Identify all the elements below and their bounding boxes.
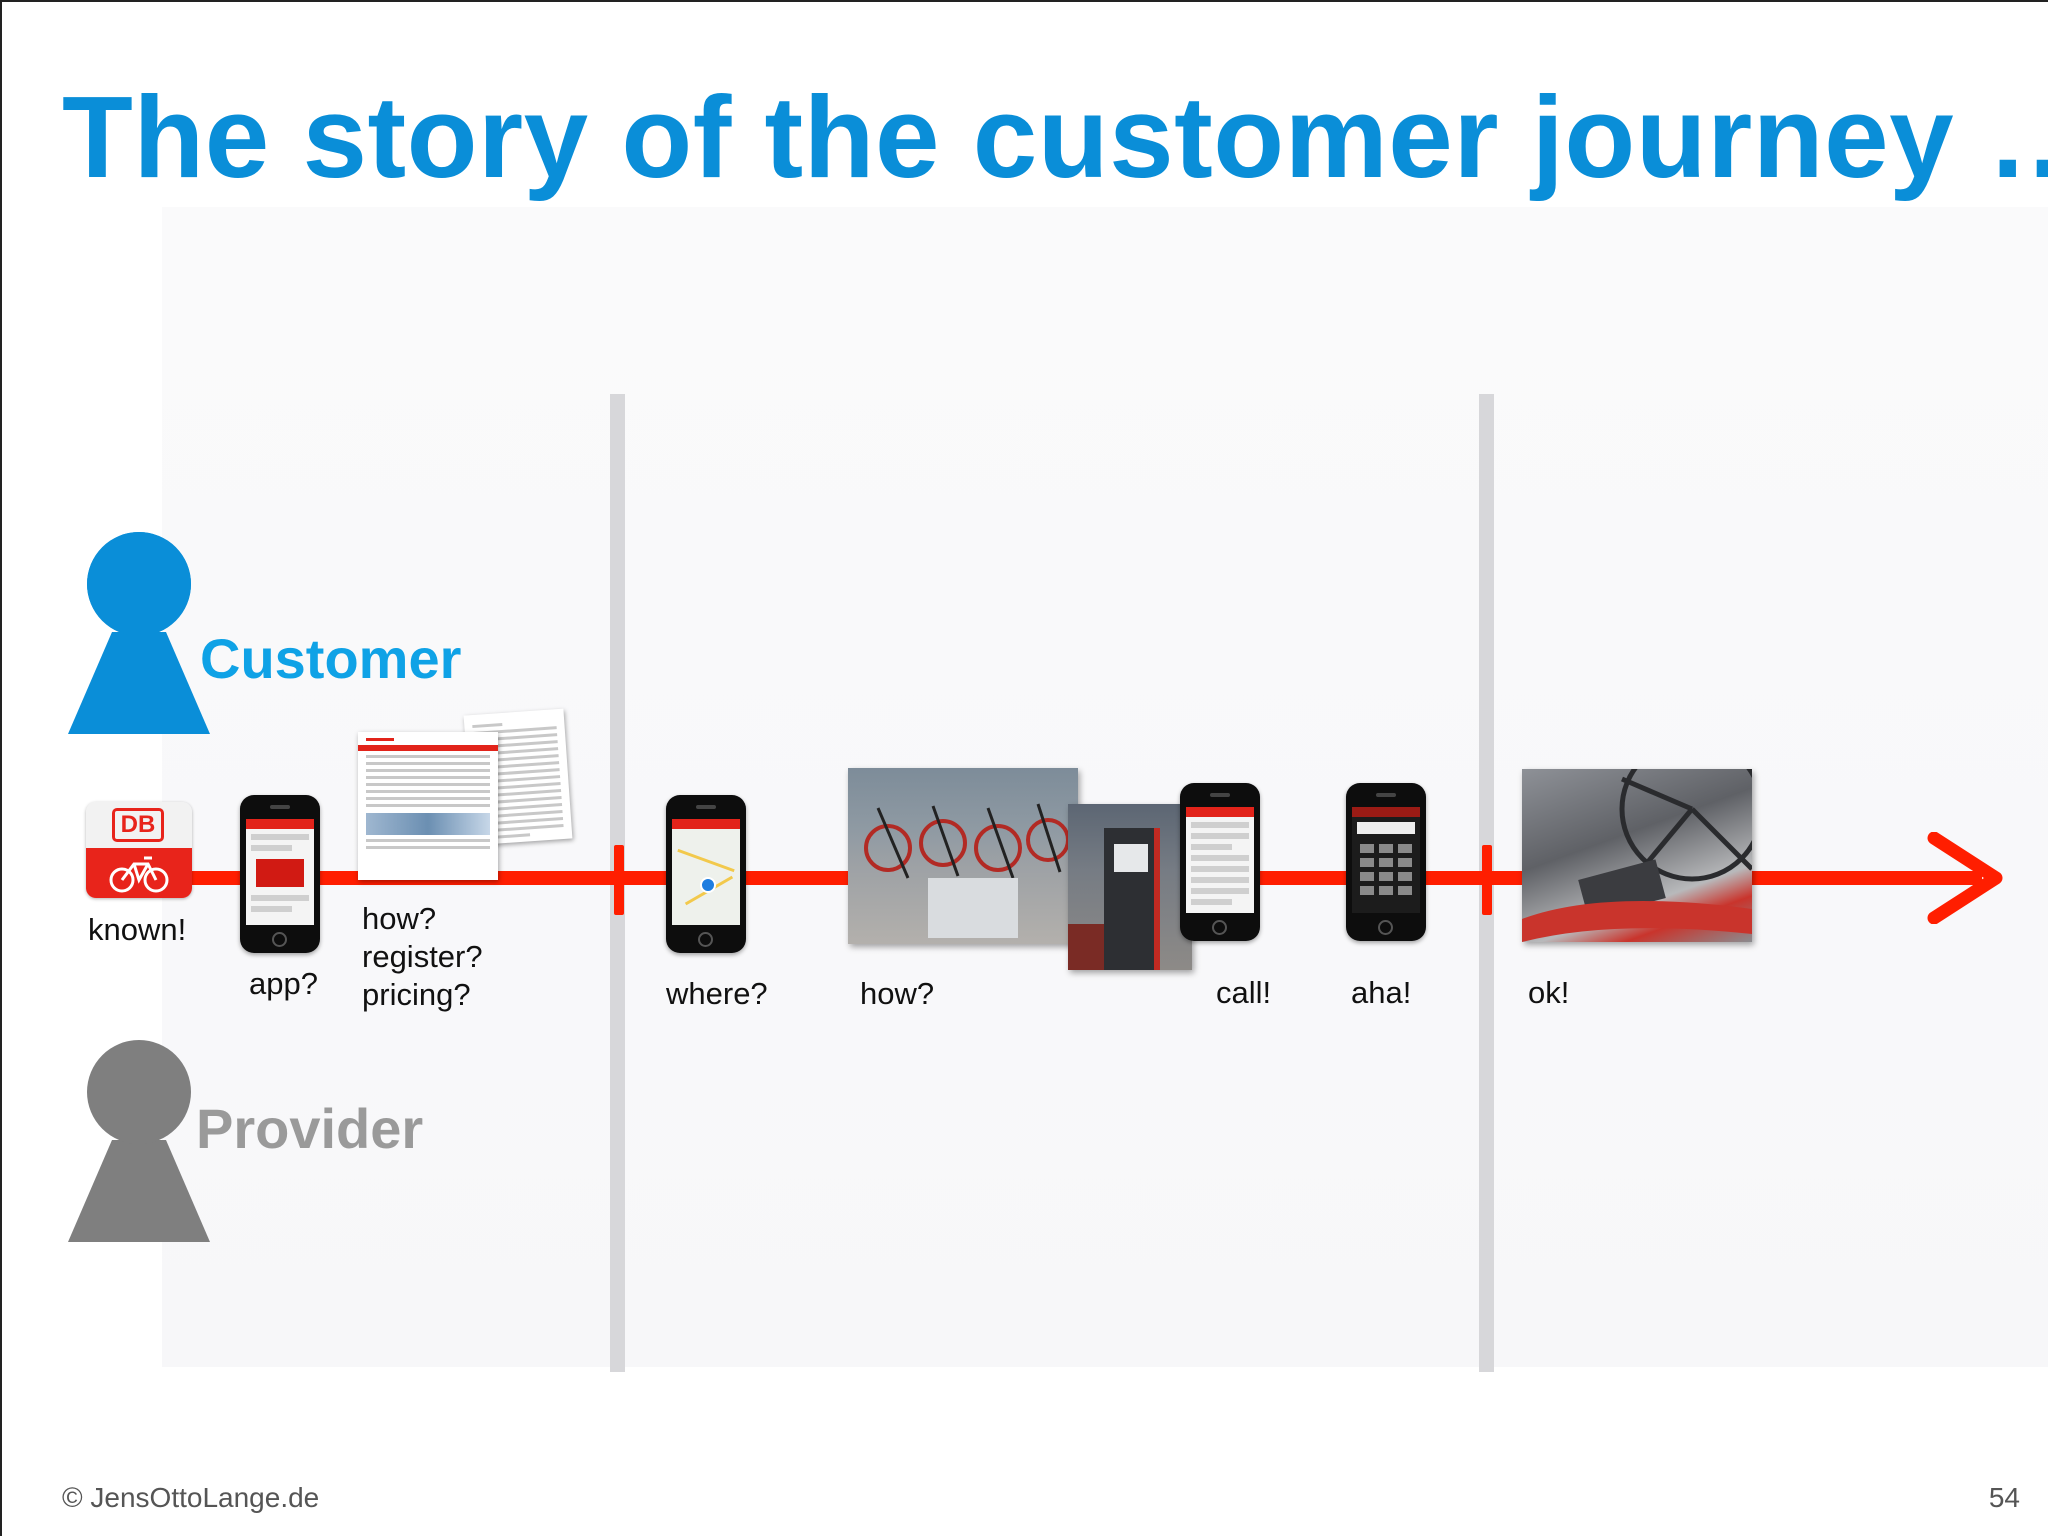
step-label-how: how? (362, 901, 437, 936)
call-phone-image (1180, 783, 1260, 941)
provider-person-icon (68, 1040, 210, 1242)
provider-label: Provider (196, 1097, 424, 1160)
phase-tick (614, 845, 624, 915)
slide-number: 54 (1988, 1482, 2020, 1513)
step-label-app: app? (249, 966, 318, 1001)
customer-person-icon (68, 532, 210, 734)
step-label-pricing: pricing? (362, 977, 471, 1012)
phase-tick (1482, 845, 1492, 915)
step-label-how-station: how? (860, 976, 935, 1011)
website-screenshot-image (358, 732, 498, 880)
step-label-ok: ok! (1528, 975, 1570, 1010)
customer-label: Customer (200, 627, 462, 690)
terminal-photo (1068, 804, 1192, 970)
slide-title: The story of the customer journey … (62, 72, 2048, 202)
arrowhead-icon (1927, 832, 2003, 924)
bike-station-photo (848, 768, 1078, 944)
db-callabike-logo: DB (86, 802, 192, 898)
step-label-register: register? (362, 939, 483, 974)
map-phone-image (666, 795, 746, 953)
step-label-aha: aha! (1351, 975, 1412, 1010)
step-label-known: known! (88, 912, 187, 947)
bicycle-icon (109, 856, 169, 893)
app-phone-image (240, 795, 320, 953)
keypad-phone-image (1346, 783, 1426, 941)
step-label-call: call! (1216, 975, 1272, 1010)
db-logo-text: DB (112, 808, 164, 842)
step-label-info: how? register? pricing? (362, 900, 483, 1014)
bike-lock-photo (1522, 769, 1752, 942)
copyright-footer: © JensOttoLange.de (62, 1482, 320, 1513)
step-label-where: where? (666, 976, 768, 1011)
